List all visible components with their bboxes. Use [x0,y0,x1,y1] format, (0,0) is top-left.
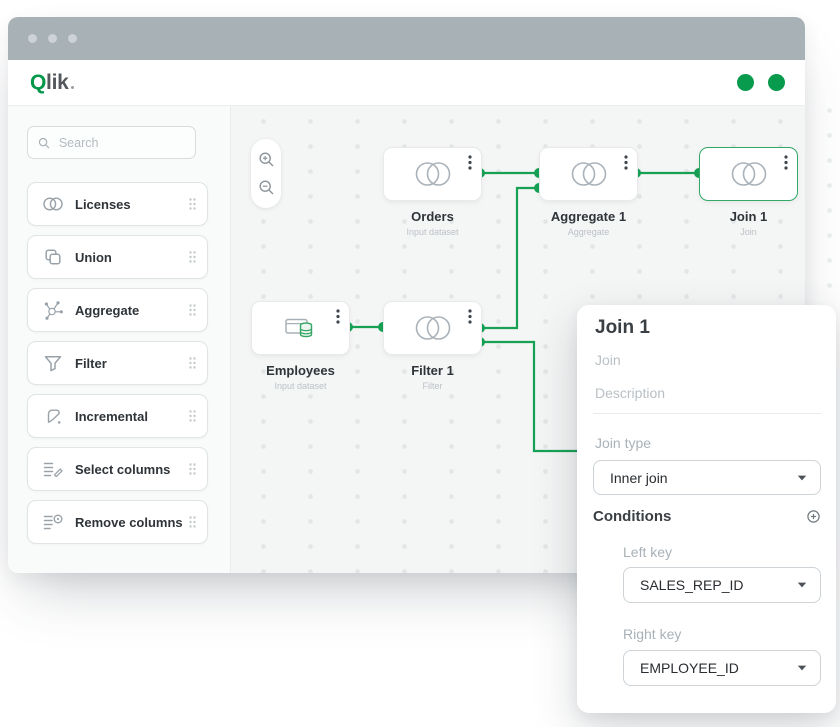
node-label: Aggregate 1 [550,209,627,224]
qlik-logo-q: Q [30,70,47,94]
window-dot-icon [48,34,57,43]
dataset-table-icon [284,318,312,338]
join-type-label: Join type [595,435,652,451]
palette-item-label: Incremental [75,408,148,424]
app-header: Qlik [8,60,805,106]
drag-handle-icon[interactable] [188,303,197,317]
node-label: Filter 1 [411,363,454,378]
palette-item-remove-columns[interactable]: Remove columns [27,500,208,544]
zoom-controls [251,139,281,208]
status-dot-icon[interactable] [768,74,785,91]
join-type-value: Inner join [610,469,668,486]
palette-item-label: Filter [75,355,107,371]
plus-circle-icon [807,510,820,523]
drag-handle-icon[interactable] [188,462,197,476]
search-icon [38,137,50,148]
node-join1[interactable]: Join 1 Join [699,147,798,237]
node-sublabel: Input dataset [274,381,327,391]
union-icon [41,247,65,267]
zoom-in-icon [258,152,273,166]
window-dot-icon [28,34,37,43]
left-key-value: SALES_REP_ID [640,577,744,593]
browser-titlebar [8,17,805,60]
palette-item-filter[interactable]: Filter [27,341,208,385]
kebab-menu-icon[interactable] [336,309,340,324]
venn-circles-icon [731,162,766,186]
node-sublabel: Aggregate [567,227,610,237]
palette-item-label: Select columns [75,461,171,477]
node-aggregate1[interactable]: Aggregate 1 Aggregate [539,147,638,237]
right-key-dropdown[interactable]: EMPLOYEE_ID [623,650,821,686]
drag-handle-icon[interactable] [188,409,197,423]
window-dot-icon [68,34,77,43]
zoom-in-button[interactable] [258,151,275,168]
drag-handle-icon[interactable] [188,515,197,529]
chevron-down-icon [797,475,807,480]
trademark-dot-icon [70,85,74,89]
node-label: Orders [411,209,454,224]
left-key-label: Left key [623,544,673,560]
conditions-label: Conditions [593,508,672,525]
panel-type-label: Join [595,352,621,368]
venn-circles-icon [415,316,450,340]
node-label: Employees [266,363,335,378]
drag-handle-icon[interactable] [188,197,197,211]
palette-item-label: Union [75,249,112,265]
search-input[interactable] [56,134,185,151]
drag-handle-icon[interactable] [188,356,197,370]
add-condition-button[interactable] [806,509,821,524]
palette-item-incremental[interactable]: Incremental [27,394,208,438]
palette-item-union[interactable]: Union [27,235,208,279]
chevron-down-icon [797,665,807,671]
zoom-out-icon [258,180,273,195]
connection-filter1-aggregate1 [480,186,539,330]
search-box[interactable] [27,126,196,159]
description-field[interactable]: Description [595,385,666,401]
node-filter1[interactable]: Filter 1 Filter [383,301,482,391]
node-sublabel: Filter [422,381,443,391]
chevron-down-icon [797,582,807,588]
palette-item-label: Aggregate [75,302,140,318]
palette-item-licenses[interactable]: Licenses [27,182,208,226]
qlik-logo: Qlik [30,71,74,95]
panel-divider [593,413,821,414]
palette-item-select-columns[interactable]: Select columns [27,447,208,491]
palette-item-aggregate[interactable]: Aggregate [27,288,208,332]
node-sublabel: Input dataset [406,227,459,237]
app-window: Qlik Licenses [8,17,805,573]
aggregate-icon [41,299,65,321]
venn-circles-icon [415,162,450,186]
kebab-menu-icon[interactable] [784,155,788,170]
filter-icon [41,354,65,372]
venn-circles-icon [571,162,606,186]
drag-handle-icon[interactable] [188,250,197,264]
kebab-menu-icon[interactable] [624,155,628,170]
join-type-dropdown[interactable]: Inner join [593,460,821,495]
palette-item-label: Remove columns [75,514,183,530]
panel-title: Join 1 [595,317,650,338]
palette-cards: Licenses Union Aggregate [27,182,230,544]
right-key-label: Right key [623,626,682,642]
conditions-header: Conditions [593,508,821,525]
right-key-value: EMPLOYEE_ID [640,660,739,676]
left-key-dropdown[interactable]: SALES_REP_ID [623,567,821,603]
select-columns-icon [41,460,65,478]
node-sublabel: Join [740,227,757,237]
incremental-icon [41,406,65,426]
kebab-menu-icon[interactable] [468,309,472,324]
venn-circles-icon [41,196,65,212]
sidebar-palette: Licenses Union Aggregate [8,106,230,573]
kebab-menu-icon[interactable] [468,155,472,170]
properties-panel: Join 1 Join Description Join type Inner … [577,305,836,713]
node-orders[interactable]: Orders Input dataset [383,147,482,237]
palette-item-label: Licenses [75,196,131,212]
node-employees[interactable]: Employees Input dataset [251,301,350,391]
zoom-out-button[interactable] [258,179,275,196]
remove-columns-icon [41,513,65,531]
status-dot-icon[interactable] [737,74,754,91]
connection-filter1-join1 [480,340,583,453]
node-label: Join 1 [729,209,768,224]
qlik-logo-rest: lik [46,70,69,94]
